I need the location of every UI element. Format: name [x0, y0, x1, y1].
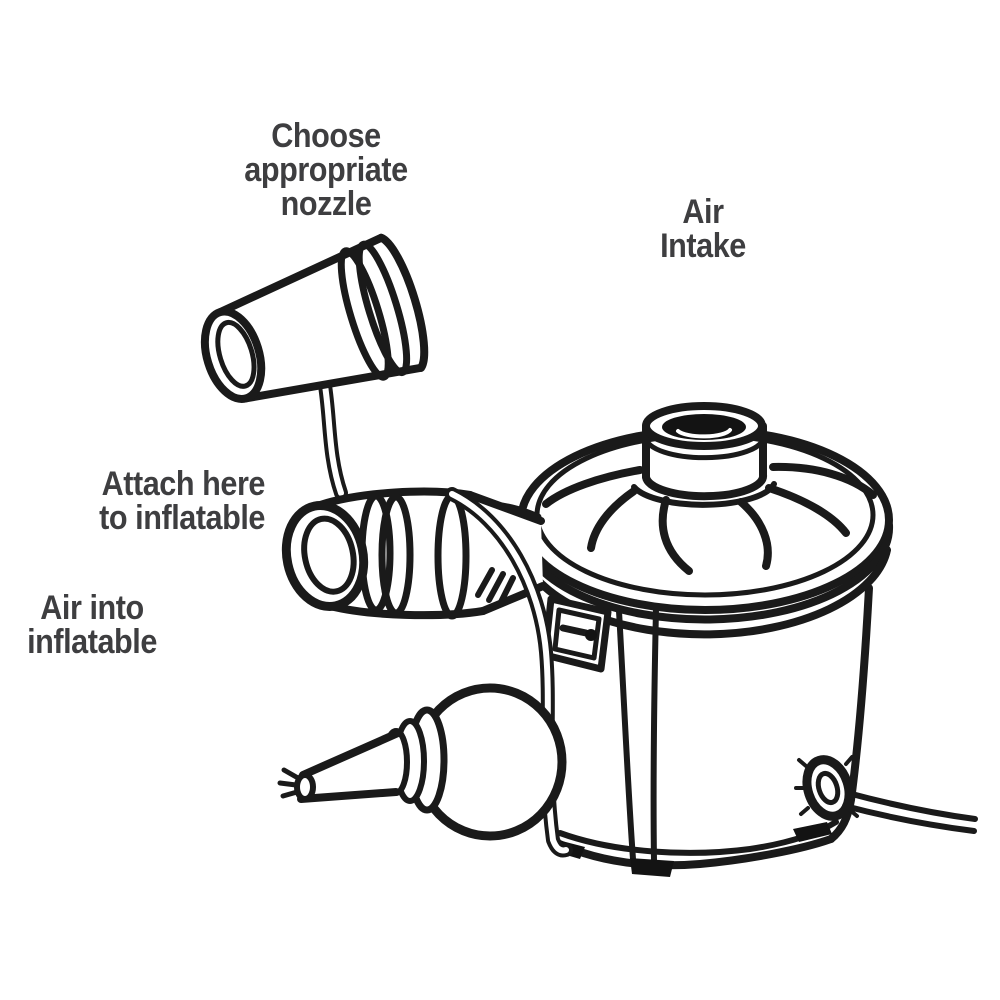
- impeller-vanes: [542, 462, 877, 575]
- label-line: Air: [682, 193, 724, 231]
- label-air-into: Air into inflatable: [9, 591, 175, 659]
- label-line: Air into: [40, 589, 144, 627]
- power-cord: [842, 790, 978, 834]
- label-line: nozzle: [280, 185, 372, 223]
- label-line: Attach here: [101, 465, 266, 503]
- pinch-nozzle: [277, 683, 567, 841]
- label-line: Choose: [271, 117, 381, 155]
- pump-foot: [793, 822, 832, 842]
- grommet-ribs: [794, 755, 859, 818]
- label-choose-nozzle: Choose appropriate nozzle: [209, 119, 443, 221]
- power-switch: [541, 595, 612, 673]
- label-line: inflatable: [27, 623, 157, 661]
- label-line: to inflatable: [99, 499, 265, 537]
- pump-foot: [630, 858, 674, 877]
- barrel-nozzle: [281, 487, 547, 620]
- label-attach-here: Attach here to inflatable: [54, 465, 266, 537]
- air-intake-port: [631, 402, 777, 508]
- label-line: appropriate: [244, 151, 408, 189]
- label-line: Intake: [660, 227, 746, 265]
- cord-grommet: [802, 755, 854, 821]
- tether-cord: [316, 367, 348, 500]
- cone-nozzle: [200, 233, 429, 403]
- tether-cord: [445, 487, 573, 858]
- label-air-intake: Air Intake: [604, 195, 802, 263]
